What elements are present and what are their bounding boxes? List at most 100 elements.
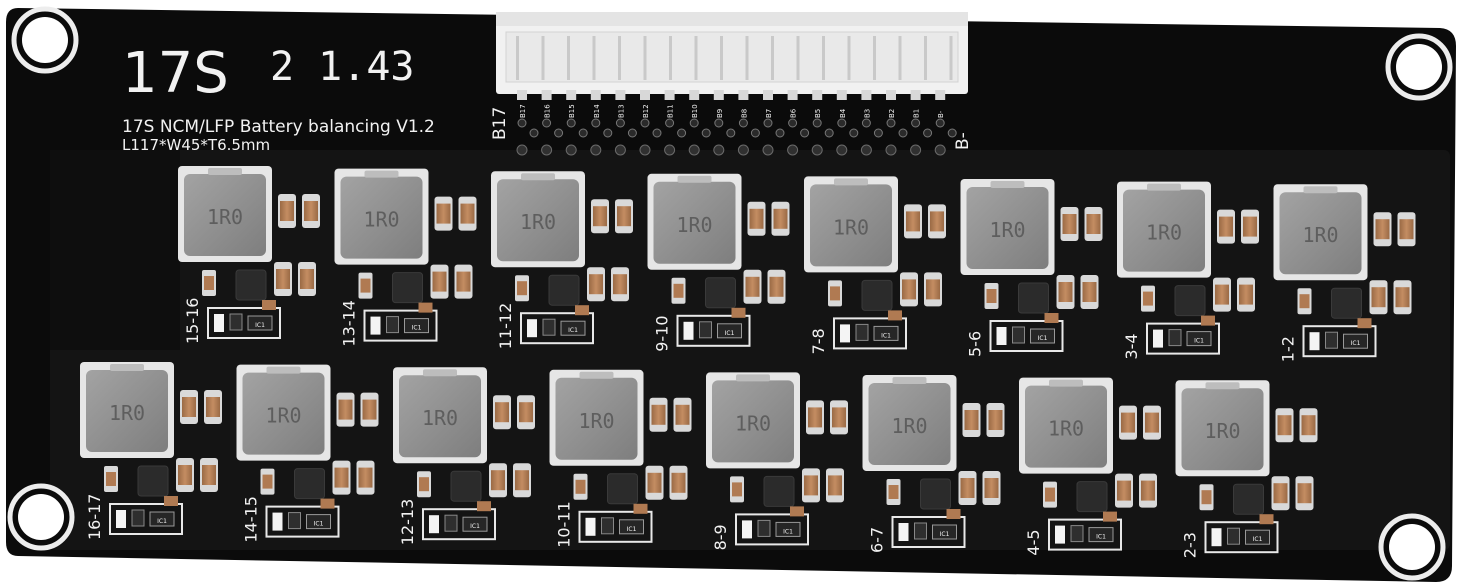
capacitor-pair (278, 194, 320, 228)
capacitor-pair (1271, 476, 1314, 511)
inductor-marking: 1R0 (833, 215, 869, 239)
ic-marking: IC1 (412, 325, 422, 332)
inductor: 1R0 (236, 364, 331, 461)
control-cluster: IC1 (265, 498, 340, 538)
board-dimensions: L117*W45*T6.5mm (122, 136, 270, 154)
mounting-hole-top-left (11, 6, 79, 74)
mosfet-chip (607, 473, 638, 505)
mosfet-chip (450, 470, 482, 502)
inductor: 1R0 (1019, 377, 1113, 474)
control-cluster: IC1 (109, 496, 183, 535)
resistor (260, 468, 275, 495)
board-description: 17S NCM/LFP Battery balancing V1.2 (122, 117, 435, 137)
inductor: 1R0 (706, 372, 800, 469)
control-cluster: IC1 (422, 501, 496, 541)
connector-pin: B10 (688, 90, 711, 156)
capacitor-pair (1369, 280, 1412, 315)
ic-marking: IC1 (783, 528, 793, 535)
cell-pair-label: 12-13 (398, 499, 417, 546)
connector-pin-label: B9 (716, 109, 724, 118)
control-cluster: IC1 (363, 302, 438, 342)
control-cluster: IC1 (1204, 514, 1279, 554)
inductor: 1R0 (1273, 184, 1368, 281)
ic-marking: IC1 (881, 332, 891, 339)
capacitor-pair (587, 267, 629, 302)
mosfet-chip (705, 277, 736, 309)
connector-pin: B7 (762, 90, 785, 156)
cell-pair-label: 7-8 (809, 328, 828, 354)
ic-marking: IC1 (1253, 536, 1263, 543)
connector-pin-label: B14 (593, 104, 601, 118)
capacitor-pair (1217, 209, 1259, 244)
ic-marking: IC1 (725, 330, 735, 337)
mosfet-chip (392, 272, 423, 304)
capacitor-pair (1056, 275, 1099, 309)
connector-pin: B6 (787, 90, 810, 156)
cell-pair-label: 10-11 (555, 501, 574, 548)
capacitor-pair (747, 201, 790, 236)
connector-pin-label: B5 (814, 109, 822, 118)
connector-pin: B4 (836, 90, 859, 156)
inductor: 1R0 (80, 362, 174, 458)
connector-pin-label: B12 (642, 104, 650, 118)
control-cluster: IC1 (735, 506, 809, 546)
capacitor-pair (904, 204, 946, 239)
cell-pair-label: 1-2 (1279, 336, 1298, 362)
connector-pin: B13 (614, 90, 637, 156)
connector-pin-label: B1 (913, 109, 921, 118)
mosfet-chip (1233, 483, 1264, 515)
inductor: 1R0 (334, 168, 429, 265)
resistor (1297, 288, 1312, 315)
balancer-row-top: 1R0IC115-161R0IC113-141R0IC111-121R0IC19… (178, 166, 1416, 362)
mosfet-chip (861, 279, 893, 311)
capacitor-pair (958, 471, 1001, 505)
connector-pin: B12 (639, 90, 662, 156)
inductor-marking: 1R0 (422, 406, 458, 430)
resistor (104, 466, 118, 492)
resistor (202, 270, 216, 296)
connector-pin: B- (934, 90, 957, 156)
resistor (573, 473, 588, 500)
inductor: 1R0 (647, 173, 742, 270)
balance-connector (496, 12, 968, 94)
control-cluster: IC1 (578, 503, 653, 543)
mosfet-chip (1174, 285, 1206, 317)
capacitor-pair (806, 400, 848, 435)
cell-pair-label: 5-6 (966, 331, 985, 357)
ic-marking: IC1 (1038, 335, 1048, 342)
connector-pin-label: B17 (519, 104, 527, 118)
resistor (358, 272, 373, 299)
capacitor-pair (802, 468, 844, 503)
inductor-marking: 1R0 (578, 409, 614, 433)
inductor-marking: 1R0 (207, 205, 243, 229)
connector-pin-label: B16 (544, 104, 552, 118)
inductor-marking: 1R0 (265, 404, 301, 428)
inductor-marking: 1R0 (363, 208, 399, 232)
resistor (515, 275, 529, 302)
connector-left-label: B17 (490, 107, 510, 140)
capacitor-pair (591, 199, 633, 234)
connector-pin-label: B11 (667, 104, 675, 118)
mosfet-chip (548, 274, 580, 306)
inductor: 1R0 (549, 369, 644, 466)
connector-pin: B14 (590, 90, 613, 156)
capacitor-pair (180, 390, 222, 424)
control-cluster: IC1 (207, 300, 281, 339)
connector-right-label: B- (953, 132, 973, 150)
capacitor-pair (274, 262, 316, 296)
ic-marking: IC1 (627, 526, 637, 533)
version-code: 2 1.43 (270, 44, 415, 90)
cell-pair-label: 6-7 (868, 527, 887, 553)
